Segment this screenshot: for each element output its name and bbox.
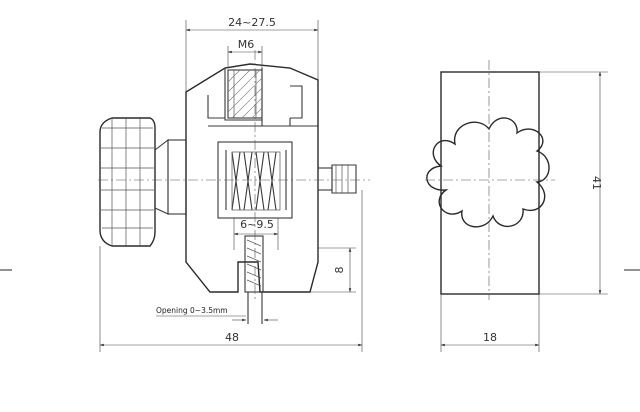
side-dimensions: 41 18 [440,71,608,352]
front-view [98,50,370,324]
opening-note: Opening 0~3.5mm [156,306,228,315]
thread-label: M6 [238,38,255,51]
total-width-label: 48 [225,331,239,344]
side-body [440,71,540,295]
threaded-section [227,69,263,119]
body-outline [185,63,319,293]
front-dimensions: 24~27.5 M6 6~9.5 8 Opening 0~3.5mm 48 [99,16,363,352]
inner-range-label: 6~9.5 [240,218,274,231]
side-view [425,60,555,300]
side-height-label: 41 [590,176,603,190]
jaw-range-label: 24~27.5 [228,16,276,29]
knob [99,117,187,247]
side-width-label: 18 [483,331,497,344]
slot-height-label: 8 [333,267,346,274]
star-knob-profile [426,117,550,228]
